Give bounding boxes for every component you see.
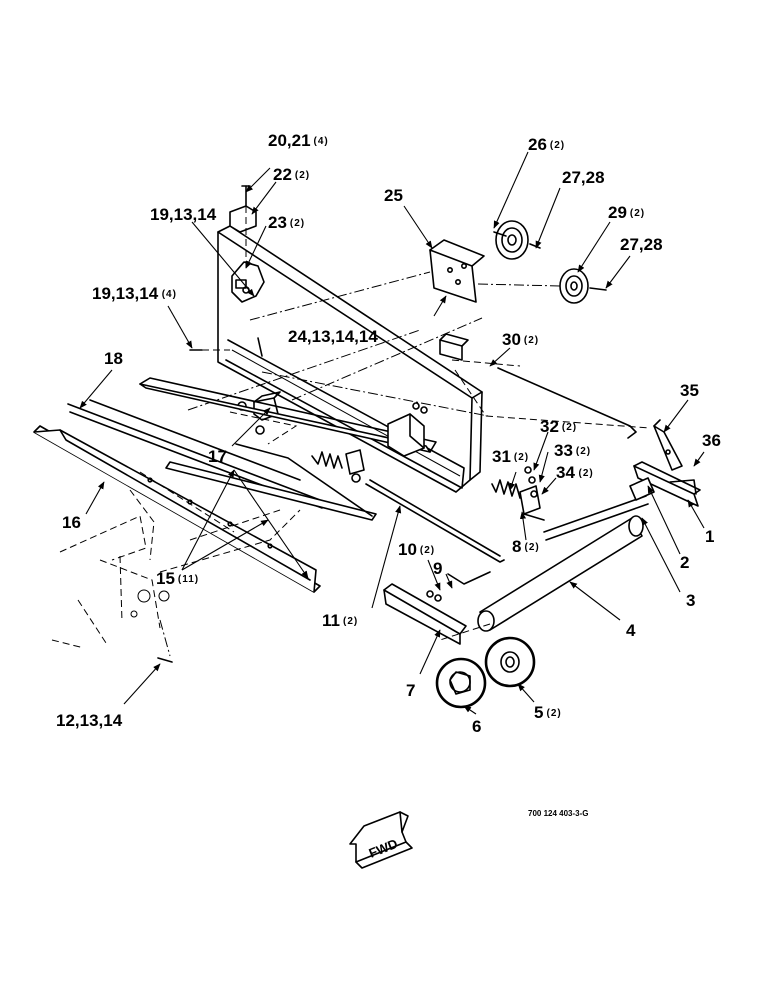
callout-qty: (2) <box>525 542 540 553</box>
callout-label: 23 <box>268 213 287 232</box>
callout-label: 5 <box>534 703 543 722</box>
callout-qty: (2) <box>550 140 565 151</box>
callout-qty: (2) <box>514 452 529 463</box>
callout-label: 26 <box>528 135 547 154</box>
callout-labels: 20,21 (4) 22 (2) 19,13,14 23 (2) 19,13,1… <box>56 131 721 736</box>
callout-label: 1 <box>705 527 714 546</box>
callout-label: 19,13,14 <box>150 205 217 224</box>
callout-label: 27,28 <box>562 168 605 187</box>
callout-label: 36 <box>702 431 721 450</box>
callout-label: 22 <box>273 165 292 184</box>
callout-qty: (2) <box>562 422 577 433</box>
callout-label: 18 <box>104 349 123 368</box>
callout-label: 34 <box>556 463 575 482</box>
callout-label: 2 <box>680 553 689 572</box>
callout-label: 25 <box>384 186 403 205</box>
drawing-lines <box>33 185 701 709</box>
callout-label: 7 <box>406 681 415 700</box>
callout-label: 30 <box>502 330 521 349</box>
callout-qty: (2) <box>547 708 562 719</box>
callout-qty: (4) <box>314 136 329 147</box>
callout-label: 11 <box>322 611 340 630</box>
callout-label: 3 <box>686 591 695 610</box>
callout-label: 19,13,14 <box>92 284 159 303</box>
callout-qty: (2) <box>579 468 594 479</box>
callout-label: 4 <box>626 621 636 640</box>
callout-qty: (2) <box>630 208 645 219</box>
callout-label: 8 <box>512 537 521 556</box>
leader-lines <box>79 151 705 715</box>
callout-label: 12,13,14 <box>56 711 123 730</box>
callout-qty: (2) <box>295 170 310 181</box>
fwd-arrow-icon: FWD <box>349 811 413 869</box>
callout-label: 15 <box>156 569 175 588</box>
callout-label: 9 <box>433 559 442 578</box>
callout-label: 27,28 <box>620 235 663 254</box>
callout-label: 16 <box>62 513 81 532</box>
callout-qty: (4) <box>162 289 177 300</box>
callout-qty: (2) <box>576 446 591 457</box>
drawing-number: 700 124 403-3-G <box>528 809 589 818</box>
callout-label: 31 <box>492 447 511 466</box>
callout-label: 24,13,14,14 <box>288 327 378 346</box>
callout-qty: (2) <box>343 616 358 627</box>
callout-qty: (11) <box>178 574 199 585</box>
callout-label: 35 <box>680 381 699 400</box>
callout-label: 20,21 <box>268 131 311 150</box>
callout-label: 33 <box>554 441 573 460</box>
callout-label: 17 <box>208 447 227 466</box>
callout-label: 10 <box>398 540 417 559</box>
callout-qty: (2) <box>524 335 539 346</box>
callout-label: 29 <box>608 203 627 222</box>
callout-qty: (2) <box>420 545 435 556</box>
callout-label: 32 <box>540 417 559 436</box>
callout-label: 6 <box>472 717 481 736</box>
callout-qty: (2) <box>290 218 305 229</box>
